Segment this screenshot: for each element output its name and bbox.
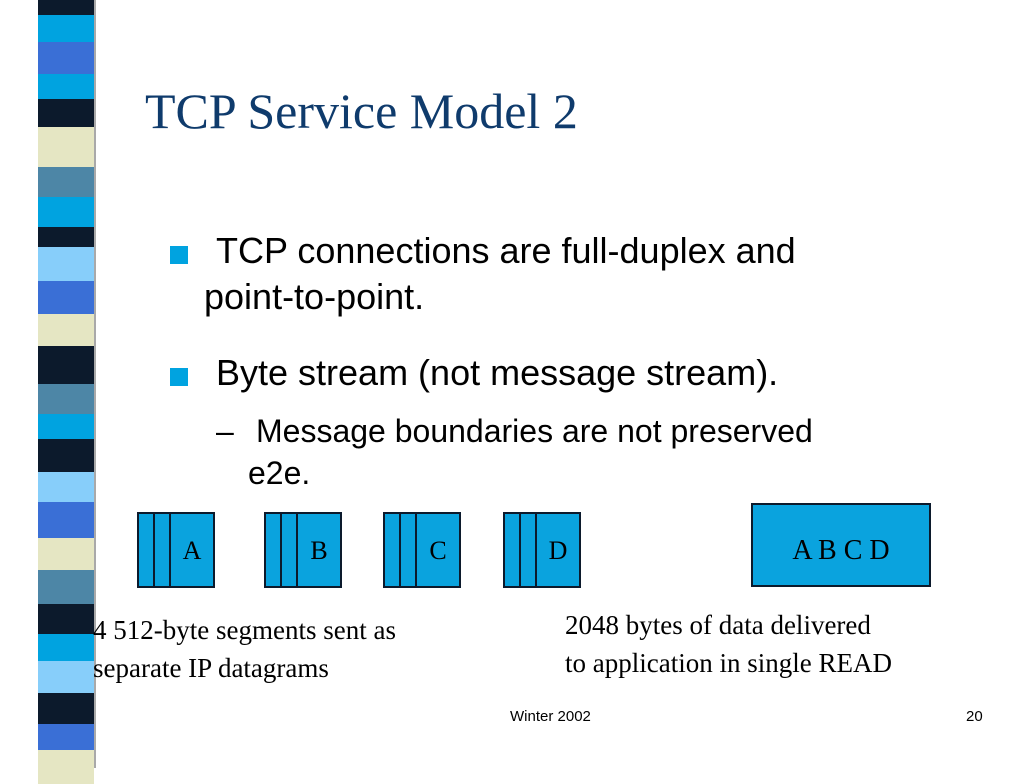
- stripe-segment: [38, 634, 94, 661]
- bullet-square-icon: [170, 368, 188, 386]
- stripe-segment: [38, 247, 94, 281]
- bullet-1-line-1: TCP connections are full-duplex and: [216, 230, 796, 271]
- stripe-segment: [38, 502, 94, 538]
- segment-a-label: A: [182, 536, 202, 565]
- footer-page-number: 20: [966, 708, 983, 725]
- stripe-segment: [38, 99, 94, 127]
- left-caption-line-2: separate IP datagrams: [93, 653, 329, 683]
- right-caption: 2048 bytes of data delivered to applicat…: [565, 606, 892, 682]
- stripe-segment: [38, 570, 94, 604]
- sub-bullet-text: Message boundaries are not preserved e2e…: [248, 410, 976, 494]
- stripe-segment: [38, 15, 94, 42]
- segment-d-label: D: [548, 536, 568, 565]
- stripe-segment: [38, 42, 94, 74]
- left-caption: 4 512-byte segments sent as separate IP …: [93, 611, 396, 687]
- sub-bullet-line-1: Message boundaries are not preserved: [256, 413, 813, 449]
- stripe-segment: [38, 127, 94, 167]
- sub-bullet-line-2: e2e.: [248, 455, 311, 491]
- segment-c-layer-front: [415, 512, 461, 588]
- stripe-segment: [38, 0, 94, 15]
- segment-b-label: B: [310, 536, 328, 565]
- stripe-segment: [38, 314, 94, 346]
- stripe-segment: [38, 281, 94, 314]
- bullet-square-icon: [170, 246, 188, 264]
- stripe-segment: [38, 197, 94, 227]
- footer-date: Winter 2002: [510, 708, 591, 725]
- stripe-segment: [38, 750, 94, 784]
- combined-data-label: A B C D: [792, 535, 890, 566]
- stripe-segment: [38, 346, 94, 384]
- stripe-segment: [38, 74, 94, 99]
- left-caption-line-1: 4 512-byte segments sent as: [93, 615, 396, 645]
- stripe-segment: [38, 538, 94, 570]
- stripe-segment: [38, 414, 94, 439]
- stripe-segment: [38, 724, 94, 750]
- stripe-segment: [38, 472, 94, 502]
- right-caption-line-1: 2048 bytes of data delivered: [565, 610, 871, 640]
- combined-data-box: A B C D: [751, 503, 931, 587]
- bullet-1-line-2: point-to-point.: [204, 276, 425, 317]
- stripe-segment: [38, 439, 94, 472]
- segment-b-layer-front: [296, 512, 342, 588]
- stripe-segment: [38, 167, 94, 197]
- slide-title: TCP Service Model 2: [145, 83, 578, 139]
- segment-d-layer-front: [535, 512, 581, 588]
- stripe-bar-edge: [94, 0, 96, 768]
- decorative-stripe-bar: [0, 0, 115, 784]
- stripe-segment: [38, 661, 94, 693]
- right-caption-line-2: to application in single READ: [565, 648, 892, 678]
- stripe-segment: [38, 604, 94, 634]
- stripe-segment: [38, 693, 94, 724]
- bullet-1-text: TCP connections are full-duplex and poin…: [204, 228, 976, 320]
- stripe-segment: [38, 227, 94, 247]
- stripe-segment: [38, 384, 94, 414]
- bullet-2-text: Byte stream (not message stream).: [216, 352, 779, 393]
- segment-c-label: C: [429, 536, 447, 565]
- stripe-strip: [38, 0, 94, 784]
- segment-a-layer-front: [169, 512, 215, 588]
- sub-bullet-dash: –: [216, 413, 234, 449]
